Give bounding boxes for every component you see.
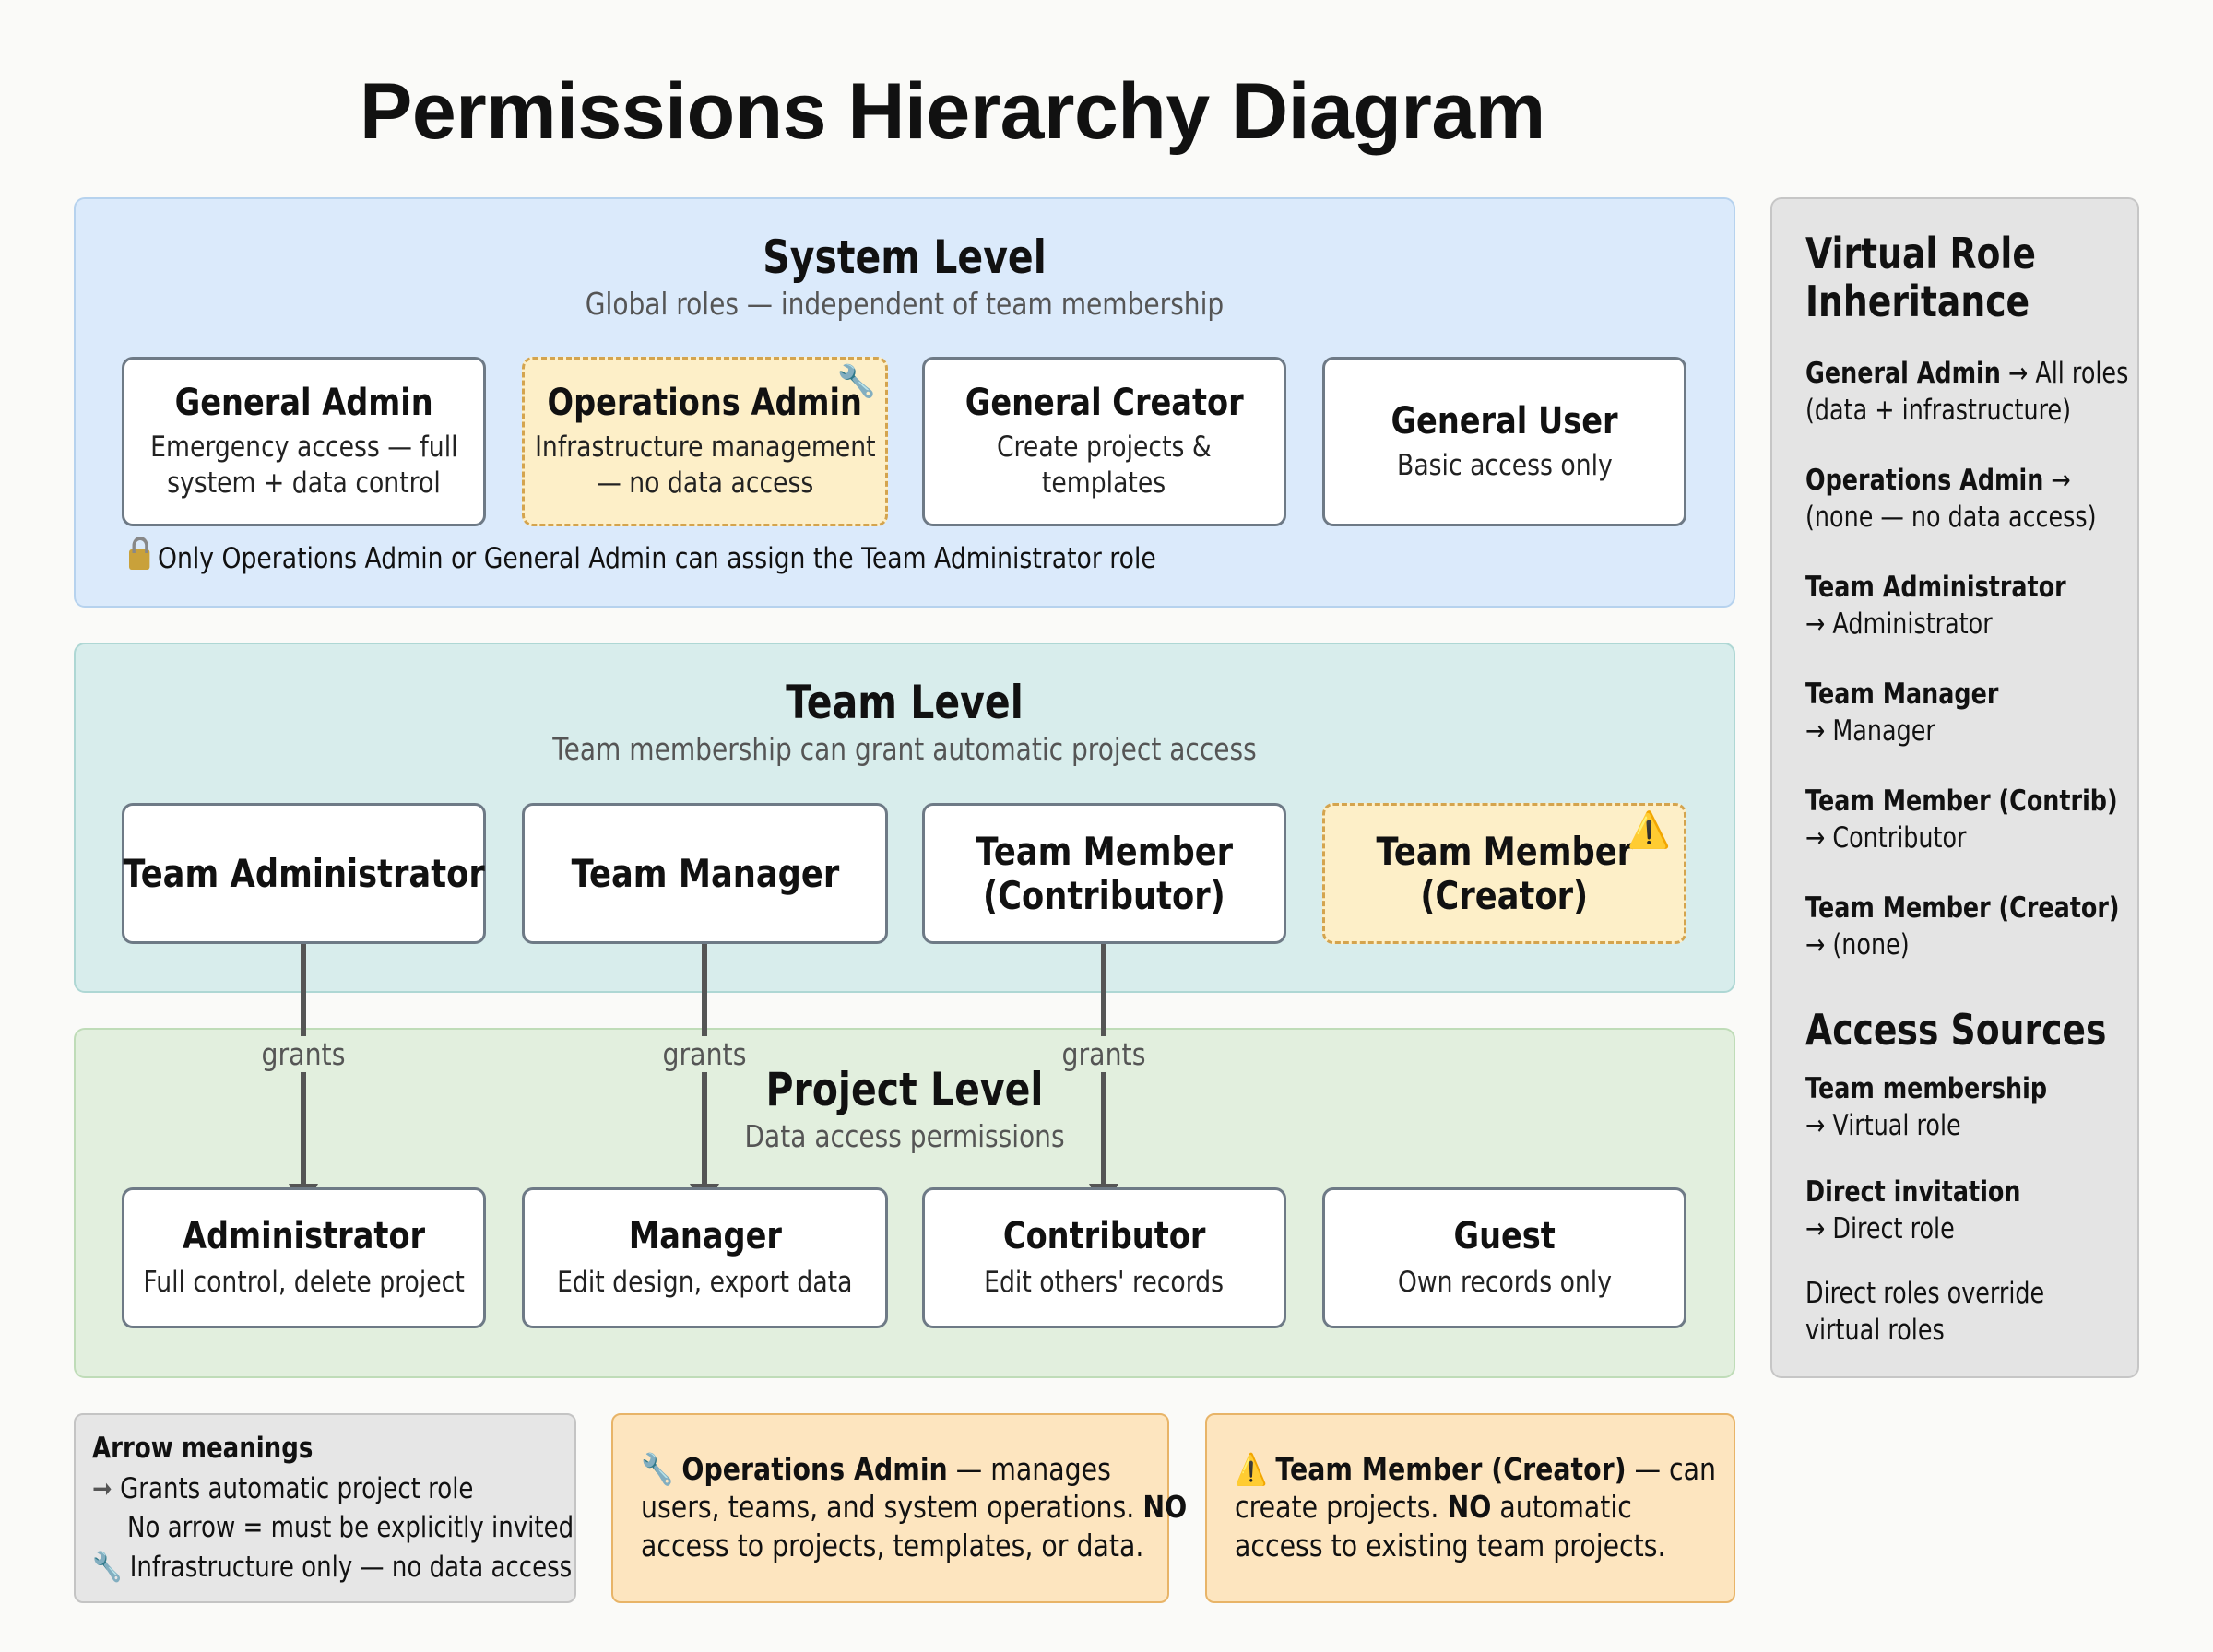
role-name-line1: Team Member [1376,829,1633,875]
page-title: Permissions Hierarchy Diagram [360,67,1545,156]
warning-icon: ⚠️ [1627,809,1671,850]
access-source-item: Team membership→ Virtual role [1805,1072,2048,1142]
role-name: Contributor [1002,1215,1206,1258]
role-desc-line2: system + data control [167,466,441,500]
role-team-member-creator: Team Member (Creator) ⚠️ [1322,803,1686,944]
role-desc-line1: Emergency access — full [149,431,458,465]
project-level-subtitle: Data access permissions [744,1118,1065,1154]
role-desc: Edit others' records [984,1266,1225,1300]
inheritance-item: General Admin → All roles(data + infrast… [1805,357,2129,427]
callout-text: 🔧 Operations Admin — manages users, team… [641,1451,1188,1564]
role-name: General Creator [964,382,1244,425]
role-name: General User [1391,399,1618,442]
inheritance-item: Team Member (Contrib)→ Contributor [1805,785,2118,855]
grants-label: grants [1047,1036,1160,1072]
sidebar-heading-line1: Virtual Role [1805,229,2036,278]
team-member-creator-callout: ⚠️ Team Member (Creator) — can create pr… [1205,1413,1735,1603]
role-team-administrator: Team Administrator [122,803,486,944]
role-name-line2: (Contributor) [983,872,1225,918]
grants-label: grants [648,1036,761,1072]
role-guest: Guest Own records only [1322,1187,1686,1328]
role-name: Manager [628,1215,782,1258]
role-name-line1: Team Member [976,829,1233,875]
system-level-subtitle: Global roles — independent of team membe… [585,286,1225,322]
callout-text: ⚠️ Team Member (Creator) — can create pr… [1235,1451,1716,1564]
role-contributor: Contributor Edit others' records [922,1187,1286,1328]
inheritance-item: Operations Admin →(none — no data access… [1805,464,2097,534]
warning-icon: ⚠️ [1235,1451,1268,1487]
role-desc-line1: Basic access only [1396,448,1613,482]
legend-row-arrow: ➞ Grants automatic project role [92,1472,474,1505]
system-level-title: System Level [763,230,1047,284]
role-desc-line2: — no data access [596,466,814,500]
inheritance-item: Team Manager→ Manager [1805,678,1999,748]
wrench-icon: 🔧 [836,363,876,400]
role-name: Administrator [182,1215,426,1258]
inheritance-sidebar: Virtual Role Inheritance General Admin →… [1770,197,2139,1378]
role-general-admin: General Admin Emergency access — full sy… [122,357,486,526]
role-desc: Full control, delete project [143,1266,465,1300]
role-name: Team Manager [571,850,839,896]
role-desc-line1: Infrastructure management [534,431,876,465]
inheritance-item: Team Member (Creator)→ (none) [1805,891,2120,962]
inheritance-item: Team Administrator→ Administrator [1805,571,2066,641]
role-name-line2: (Creator) [1420,872,1589,918]
legend-title: Arrow meanings [92,1432,314,1465]
wrench-icon: 🔧 [92,1551,123,1584]
sidebar-heading-access: Access Sources [1805,1005,2107,1055]
project-level-title: Project Level [765,1063,1044,1116]
legend-row-wrench: 🔧 Infrastructure only — no data access [92,1551,573,1584]
role-general-user: General User Basic access only [1322,357,1686,526]
role-name: General Admin [174,382,433,425]
role-desc-line1: Create projects & [997,431,1212,465]
access-source-item: Direct invitation→ Direct role [1805,1175,2021,1245]
role-name: Guest [1453,1215,1556,1258]
grants-label: grants [247,1036,360,1072]
role-team-manager: Team Manager [522,803,888,944]
role-desc-line2: templates [1042,466,1166,500]
sidebar-heading-line2: Inheritance [1805,277,2030,326]
role-operations-admin: Operations Admin Infrastructure manageme… [522,357,888,526]
assign-note-text: Only Operations Admin or General Admin c… [157,542,1156,575]
lock-icon [129,537,150,570]
team-level-title: Team Level [786,676,1024,729]
operations-admin-callout: 🔧 Operations Admin — manages users, team… [611,1413,1187,1603]
role-general-creator: General Creator Create projects & templa… [922,357,1286,526]
role-desc: Edit design, export data [557,1266,853,1300]
assign-note: Only Operations Admin or General Admin c… [129,537,1156,575]
wrench-icon: 🔧 [641,1451,674,1487]
role-manager: Manager Edit design, export data [522,1187,888,1328]
role-name: Operations Admin [547,382,863,425]
team-level-subtitle: Team membership can grant automatic proj… [552,731,1257,767]
role-name: Team Administrator [123,850,485,896]
arrow-legend: Arrow meanings ➞ Grants automatic projec… [74,1413,576,1603]
legend-row-no-arrow: No arrow = must be explicitly invited [127,1511,574,1544]
role-administrator: Administrator Full control, delete proje… [122,1187,486,1328]
role-team-member-contributor: Team Member (Contributor) [922,803,1286,944]
role-desc: Own records only [1397,1266,1612,1300]
arrow-right-icon: ➞ [92,1472,121,1505]
